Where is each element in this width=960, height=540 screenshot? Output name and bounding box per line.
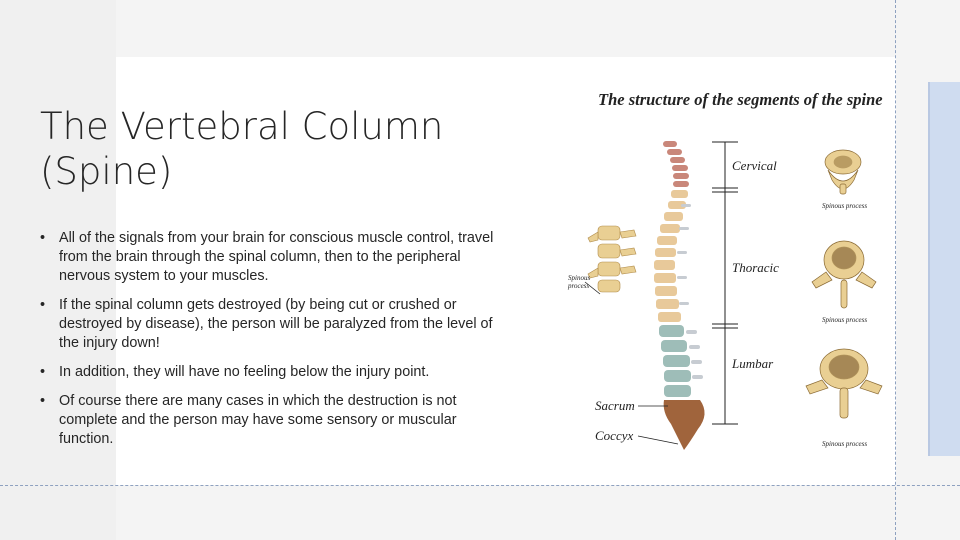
horizontal-guide-line — [0, 485, 960, 486]
label-thoracic: Thoracic — [732, 260, 779, 275]
lumbar-processes — [686, 330, 703, 379]
bullet-item: • In addition, they will have no feeling … — [40, 363, 495, 382]
spine-figure: The structure of the segments of the spi… — [560, 84, 900, 456]
bullet-item: • Of course there are many cases in which… — [40, 392, 495, 449]
side-panel — [928, 82, 960, 456]
label-sacrum: Sacrum — [595, 398, 635, 413]
cervical-vertebrae — [663, 141, 689, 187]
region-brackets — [712, 141, 738, 425]
spine-illustration — [584, 141, 883, 450]
vertical-guide-line — [895, 0, 896, 540]
slide-content-area — [116, 57, 896, 485]
cervical-cross-section — [824, 149, 862, 195]
label-coccyx: Coccyx — [595, 428, 634, 443]
bullet-item: • If the spinal column gets destroyed (b… — [40, 296, 495, 353]
thoracic-cross-section — [811, 240, 877, 309]
slide-left-band — [0, 0, 116, 540]
bullet-text: All of the signals from your brain for c… — [59, 230, 494, 284]
lumbar-vertebrae — [659, 325, 691, 397]
thoracic-vertebrae — [654, 190, 688, 322]
label-spinous-process-3: Spinous process — [822, 440, 868, 448]
bullet-item: • All of the signals from your brain for … — [40, 229, 495, 286]
slide-title-line-1: The Vertebral Column — [40, 105, 444, 148]
slide-title-line-2: (Spine) — [40, 150, 173, 193]
bullet-text: Of course there are many cases in which … — [59, 393, 457, 447]
slide-title: The Vertebral Column (Spine) — [40, 104, 510, 194]
sacrum-shape — [663, 400, 705, 450]
bullet-text: In addition, they will have no feeling b… — [59, 364, 430, 380]
lumbar-cross-section — [805, 348, 883, 419]
label-spinous-process-2: Spinous process — [822, 316, 868, 324]
bullet-list: • All of the signals from your brain for … — [40, 229, 495, 459]
figure-title: The structure of the segments of the spi… — [598, 90, 883, 109]
label-spinous-process-side: Spinous process — [568, 274, 591, 290]
bullet-text: If the spinal column gets destroyed (by … — [59, 297, 493, 351]
bullet-dot: • — [40, 364, 46, 380]
thoracic-processes — [677, 204, 691, 305]
bullet-dot: • — [40, 230, 46, 246]
label-cervical: Cervical — [732, 158, 777, 173]
side-vertebrae-detail — [587, 225, 637, 293]
label-lumbar: Lumbar — [732, 356, 774, 371]
label-spinous-process-1: Spinous process — [822, 202, 868, 210]
bullet-dot: • — [40, 393, 46, 409]
bullet-dot: • — [40, 297, 46, 313]
